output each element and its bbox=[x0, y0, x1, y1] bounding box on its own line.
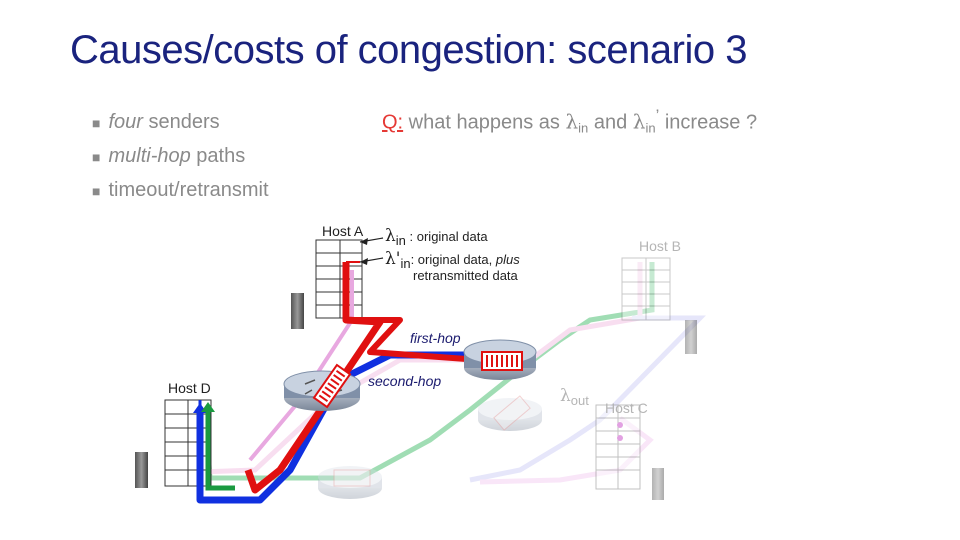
pink-flow-host-a bbox=[248, 270, 354, 462]
bullet-item: ■four senders bbox=[92, 111, 220, 133]
bullet-marker: ■ bbox=[92, 115, 101, 131]
green-flow-arrowhead bbox=[201, 402, 215, 412]
green-flow-path bbox=[202, 262, 655, 481]
host-c-server-icon bbox=[652, 468, 664, 500]
faded-router-center bbox=[478, 398, 542, 431]
host-d-server-icon bbox=[135, 452, 148, 488]
legend-line-2: λ'in: original data, plus bbox=[385, 249, 520, 271]
host-d-label: Host D bbox=[168, 380, 211, 396]
lavender-flow-path bbox=[469, 315, 706, 483]
legend-line-1: λin : original data bbox=[385, 226, 488, 248]
second-hop-label: second-hop bbox=[368, 373, 442, 389]
page-title: Causes/costs of congestion: scenario 3 bbox=[70, 28, 747, 72]
host-b-rack bbox=[621, 257, 671, 321]
faded-queue-center bbox=[493, 395, 531, 431]
bullet-marker: ■ bbox=[92, 183, 101, 199]
first-hop-label: first-hop bbox=[410, 330, 461, 346]
host-c-rack bbox=[595, 404, 641, 490]
bullet-marker: ■ bbox=[92, 149, 101, 165]
question-text: Q: what happens as λin and λin’ increase… bbox=[382, 106, 758, 136]
host-a-rack bbox=[315, 239, 363, 319]
bullet-item: ■timeout/retransmit bbox=[92, 179, 269, 201]
host-a-label: Host A bbox=[322, 223, 364, 239]
faded-queue-bottom bbox=[333, 469, 371, 487]
first-hop-queue bbox=[481, 351, 523, 371]
faded-router-bottom bbox=[318, 466, 382, 499]
green-flow-host-d bbox=[205, 412, 235, 491]
second-hop-queue bbox=[312, 363, 352, 409]
lambda-out-label: λout bbox=[560, 386, 589, 408]
bullet-list: ■four senders ■multi-hop paths ■timeout/… bbox=[92, 106, 269, 208]
legend-line-2b: retransmitted data bbox=[413, 268, 518, 283]
legend-pointer-2-head bbox=[360, 258, 368, 265]
host-b-server-icon bbox=[685, 320, 697, 354]
host-b-label: Host B bbox=[639, 238, 682, 254]
pink-flow-path-2 bbox=[479, 415, 654, 485]
host-c-label: Host C bbox=[605, 400, 648, 416]
host-a-server-icon bbox=[291, 293, 304, 329]
bullet-item: ■multi-hop paths bbox=[92, 145, 246, 167]
legend-pointer-1-head bbox=[360, 238, 368, 245]
